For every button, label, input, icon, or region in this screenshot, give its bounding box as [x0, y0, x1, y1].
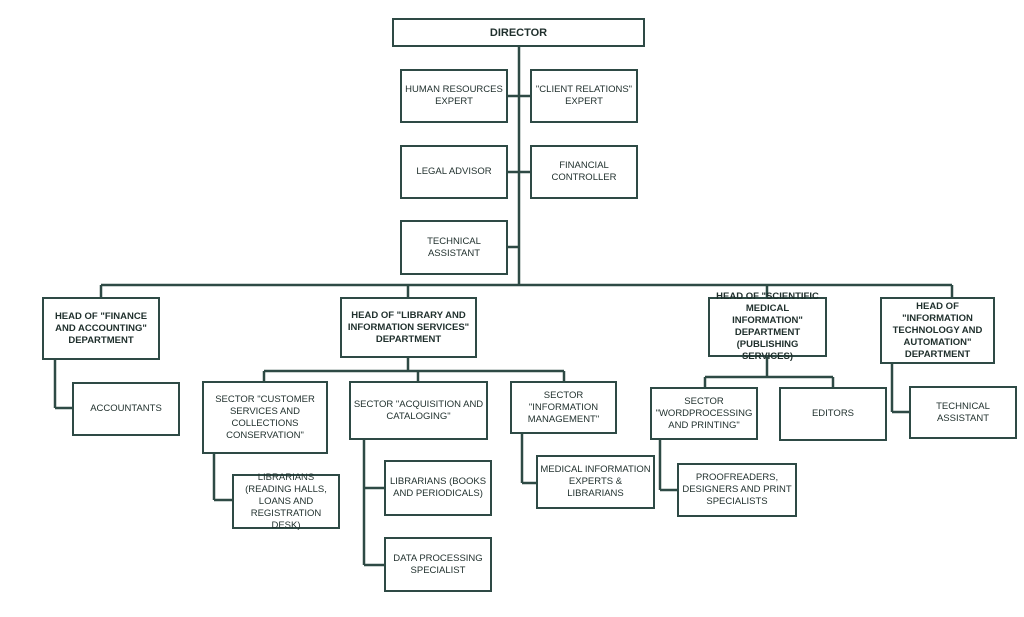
node-head-scientific: HEAD OF "SCIENTIFIC MEDICAL INFORMATION"… [708, 291, 827, 362]
node-legal-advisor: LEGAL ADVISOR [400, 145, 508, 199]
node-hr-expert: HUMAN RESOURCES EXPERT [400, 69, 508, 123]
node-sector-customer-services: SECTOR "CUSTOMER SERVICES AND COLLECTION… [202, 381, 328, 454]
node-librarians-reading-halls: LIBRARIANS (READING HALLS, LOANS AND REG… [232, 472, 340, 531]
node-financial-controller: FINANCIAL CONTROLLER [530, 145, 638, 199]
node-editors: EDITORS [779, 387, 887, 441]
node-accountants: ACCOUNTANTS [72, 382, 180, 436]
node-head-finance: HEAD OF "FINANCE AND ACCOUNTING" DEPARTM… [42, 297, 160, 360]
node-head-library: HEAD OF "LIBRARY AND INFORMATION SERVICE… [340, 297, 477, 358]
node-technical-assistant-it: TECHNICAL ASSISTANT [909, 386, 1017, 439]
node-technical-assistant-top: TECHNICAL ASSISTANT [400, 220, 508, 275]
node-director: DIRECTOR [392, 18, 645, 47]
node-data-processing-specialist: DATA PROCESSING SPECIALIST [384, 537, 492, 592]
node-librarians-books: LIBRARIANS (BOOKS AND PERIODICALS) [384, 460, 492, 516]
node-medical-information-experts: MEDICAL INFORMATION EXPERTS & LIBRARIANS [536, 455, 655, 509]
node-head-it: HEAD OF "INFORMATION TECHNOLOGY AND AUTO… [880, 297, 995, 364]
node-sector-wordprocessing: SECTOR "WORDPROCESSING AND PRINTING" [650, 387, 758, 440]
node-proofreaders: PROOFREADERS, DESIGNERS AND PRINT SPECIA… [677, 463, 797, 517]
node-client-relations-expert: "CLIENT RELATIONS" EXPERT [530, 69, 638, 123]
node-sector-acquisition: SECTOR "ACQUISITION AND CATALOGING" [349, 381, 488, 440]
node-sector-information-management: SECTOR "INFORMATION MANAGEMENT" [510, 381, 617, 434]
